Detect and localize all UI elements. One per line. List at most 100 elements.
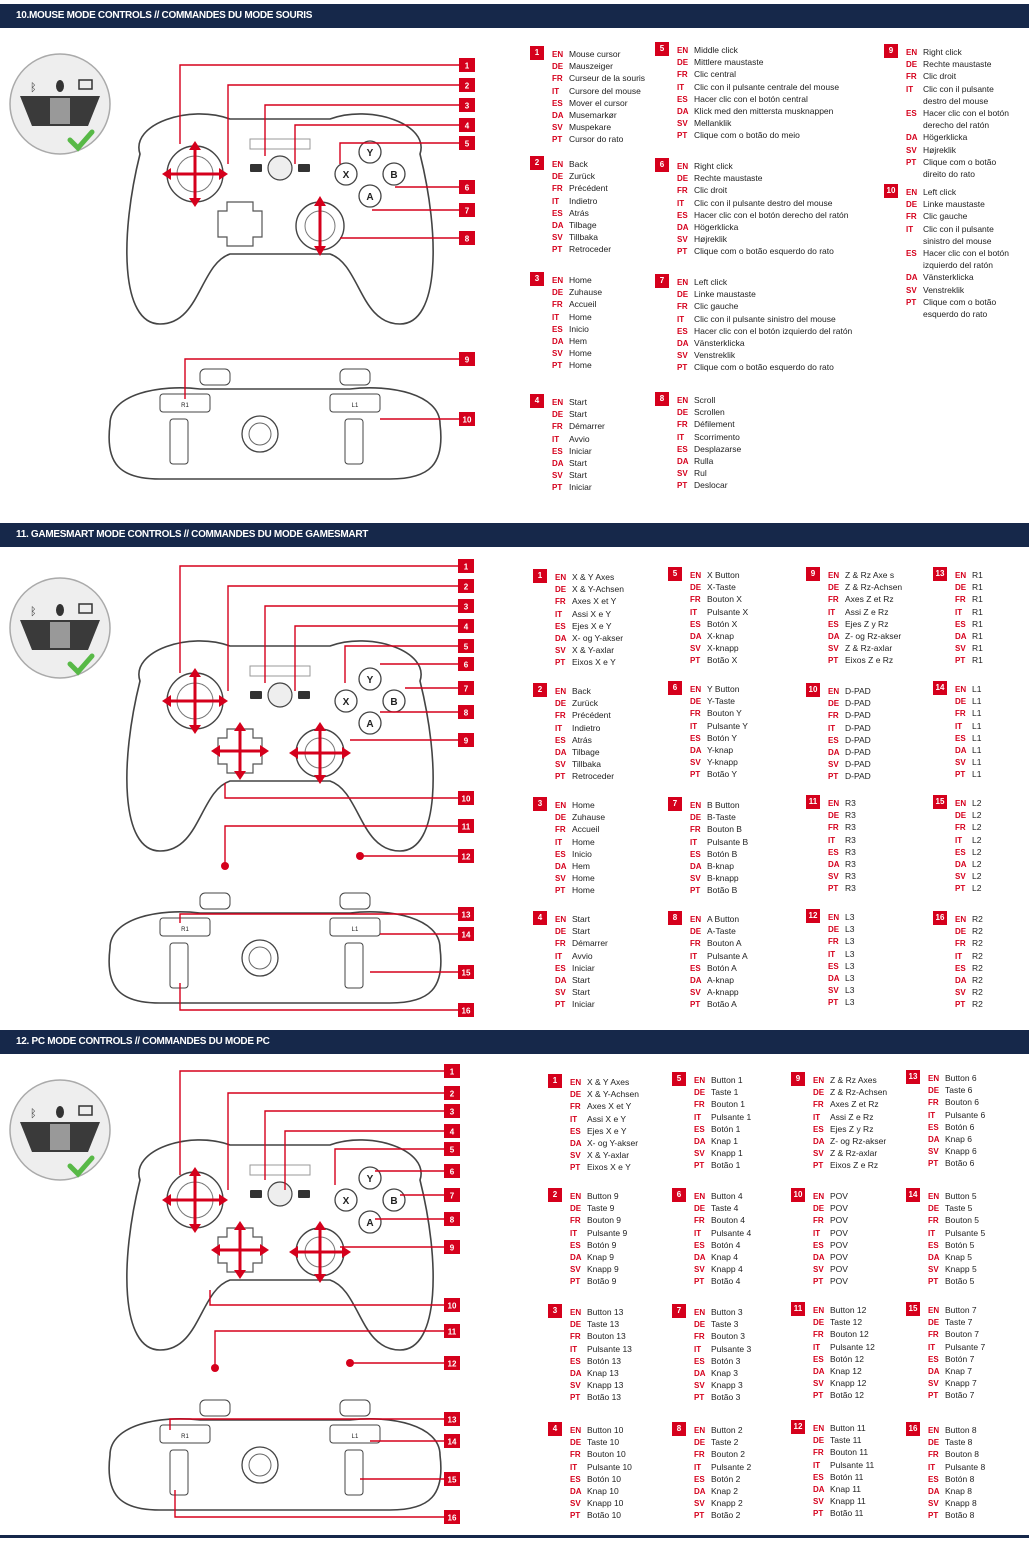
callout-badge	[459, 412, 475, 426]
translation-text: Clic droit	[923, 71, 957, 82]
language-code: IT	[828, 835, 836, 845]
language-code: EN	[828, 913, 840, 922]
y-button-label: Y	[367, 675, 374, 686]
translation-text: Desplazarse	[694, 443, 742, 454]
translation-text: R3	[845, 798, 856, 808]
language-code: DE	[570, 1204, 582, 1214]
back-dial	[241, 939, 279, 977]
language-code: FR	[813, 1216, 824, 1226]
legend-row: PT Botão B	[690, 884, 748, 896]
translation-text: Knapp 11	[830, 1496, 866, 1507]
language-code: FR	[928, 1450, 939, 1460]
section-mouse-mode: 10.MOUSE MODE CONTROLS // COMMANDES DU M…	[0, 4, 1029, 512]
language-code: ES	[552, 446, 563, 456]
translation-text: Botão B	[707, 885, 738, 896]
language-code: FR	[906, 72, 917, 82]
translation-text: Pulsante 8	[945, 1461, 986, 1472]
language-code: DA	[813, 1366, 825, 1376]
translation-text: Assi Z e Rz	[845, 606, 889, 617]
translation-text: Venstreklik	[923, 284, 965, 295]
leader-line	[339, 142, 459, 164]
translation-text: Z & Rz-axlar	[830, 1148, 878, 1159]
mouse-icon	[56, 80, 64, 92]
bluetooth-icon: ᛒ	[30, 606, 37, 618]
language-code: SV	[690, 644, 701, 654]
translation-text: Zuhause	[569, 287, 603, 298]
translation-text: Z- og Rz-akser	[830, 1135, 887, 1146]
language-code: DE	[570, 1320, 582, 1330]
translation-text: Botão 3	[711, 1392, 741, 1403]
translation-text: Button 4	[711, 1191, 743, 1201]
language-code: ES	[570, 1240, 581, 1250]
legend-number-badge: 8	[672, 1422, 686, 1436]
language-code: PT	[555, 772, 566, 782]
language-code: SV	[955, 988, 966, 998]
language-code: ES	[955, 847, 966, 857]
translation-text: Bouton 13	[587, 1331, 626, 1342]
arrowhead-right	[219, 1194, 228, 1206]
language-code: FR	[555, 711, 566, 721]
translation-text: R2	[972, 999, 983, 1010]
language-code: DE	[955, 697, 967, 707]
language-code: ES	[928, 1240, 939, 1250]
bluetooth-icon: ᛒ	[30, 82, 37, 94]
language-code: ES	[813, 1124, 824, 1134]
language-code: PT	[690, 886, 701, 896]
callout-number: 12	[448, 1360, 457, 1369]
leader-line	[227, 585, 458, 691]
legend-number-badge: 4	[548, 1422, 562, 1436]
leader-line	[264, 1110, 444, 1180]
translation-text: Mittlere maustaste	[694, 57, 764, 68]
translation-text: Taste 12	[830, 1317, 863, 1328]
section-gamesmart-mode: 11. GAMESMART MODE CONTROLS // COMMANDES…	[0, 523, 1029, 1023]
translation-text: Home	[572, 873, 595, 884]
language-code: FR	[552, 422, 563, 432]
callout-badge	[459, 78, 475, 92]
language-code: PT	[928, 1511, 939, 1521]
language-code: DA	[555, 747, 567, 757]
language-code: EN	[955, 685, 967, 694]
language-code: IT	[570, 1344, 578, 1354]
translation-text: X & Y-Achsen	[572, 584, 624, 595]
language-code: DA	[694, 1252, 706, 1262]
language-code: IT	[690, 951, 698, 961]
language-code: EN	[677, 162, 689, 171]
callout-number: 8	[465, 235, 470, 244]
bluetooth-icon: ᛒ	[30, 1108, 37, 1120]
translation-text: Home	[569, 348, 592, 359]
x-button-label: X	[343, 697, 350, 708]
language-code: IT	[928, 1110, 936, 1120]
a-button	[358, 1210, 382, 1234]
language-code: EN	[555, 687, 567, 696]
language-code: SV	[828, 872, 839, 882]
language-code: DA	[955, 745, 967, 755]
arrowhead-right	[260, 1244, 269, 1256]
language-code: EN	[552, 276, 564, 285]
translation-text: Zurück	[569, 171, 595, 182]
translation-text: Knapp 1	[711, 1148, 743, 1159]
language-code: DE	[928, 1318, 940, 1328]
